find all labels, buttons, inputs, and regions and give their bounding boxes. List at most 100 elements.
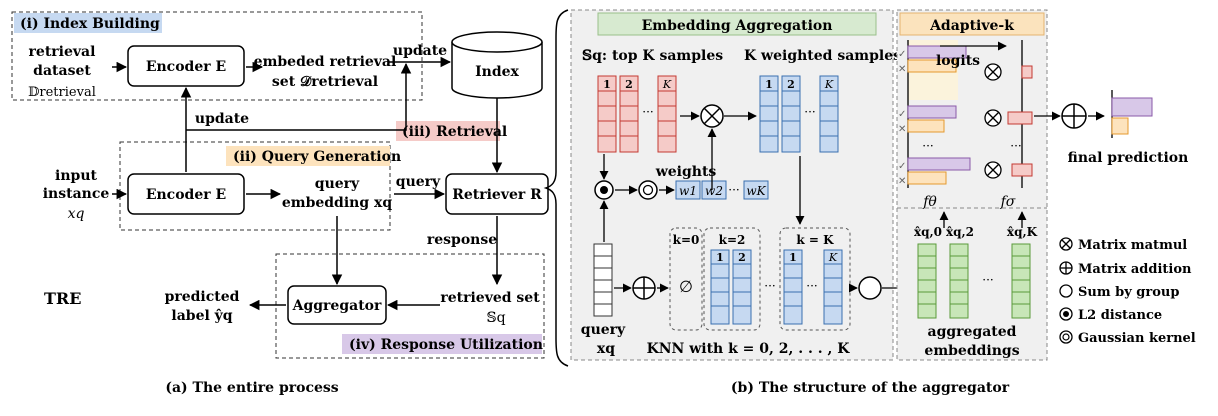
blue-col-dots: ···: [804, 105, 815, 119]
kK-label: k = K: [796, 233, 834, 247]
weight-w2: w2: [705, 184, 723, 198]
query-embedding-line2: embedding 𝐱q: [282, 195, 393, 211]
knn-label: KNN with k = 0, 2, . . . , K: [647, 341, 851, 357]
red-col-2-label: 2: [625, 78, 633, 91]
final-prediction-bars: [1111, 90, 1153, 138]
red-col-2: 2: [619, 75, 639, 153]
f-theta-label: fθ: [922, 194, 937, 210]
k0-group: [669, 227, 703, 331]
embedding-aggregation-header: [597, 12, 877, 36]
query-embedding-line1: query: [315, 176, 360, 192]
blue-col-2: 2: [781, 75, 801, 153]
query-vec-line1: query: [581, 322, 626, 338]
weighted-samples-label: K weighted samples: [744, 48, 901, 64]
kK-dots: ···: [806, 279, 817, 293]
index-building-tag-bg: [14, 13, 162, 33]
aggregated-line1: aggregated: [928, 324, 1017, 340]
predicted-label-line2: label ŷq: [171, 307, 232, 324]
query-arrow-label: query: [396, 174, 441, 190]
f-theta-bars: ✓ ✕ ✓ ✕ ✓ ✕ ···: [898, 40, 971, 188]
logits-label: logits: [936, 53, 980, 69]
retrieved-set-line1: retrieved set: [440, 290, 540, 306]
agg-col-0-label: x̂q,0: [914, 225, 942, 239]
response-utilization-box: [275, 253, 545, 359]
encoder-top-box: [127, 45, 245, 87]
legend-addition-label: Matrix addition: [1078, 262, 1192, 277]
aggregated-columns: x̂q,0 x̂q,2 x̂q,K ···: [914, 225, 1038, 319]
final-prediction-label: final prediction: [1068, 150, 1189, 166]
red-col-1-label: 1: [603, 78, 611, 91]
retrieval-tag-bg: [396, 121, 500, 141]
agg-col-dots: ···: [982, 273, 993, 287]
legend-l2: L2 distance: [1059, 307, 1162, 323]
cross-mark-3: ✕: [898, 176, 906, 187]
blue-col-2-label: 2: [787, 78, 795, 91]
k2-group: [703, 227, 761, 331]
legend-matmul-label: Matrix matmul: [1078, 238, 1187, 253]
retrieved-set-line2: 𝕊q: [486, 310, 505, 326]
legend-sum-label: Sum by group: [1078, 285, 1179, 300]
update-top-label: update: [393, 43, 447, 59]
k0-label: k=0: [673, 233, 700, 247]
update-mid-label: update: [195, 111, 249, 127]
input-instance-line2: instance: [43, 186, 110, 202]
retriever-box: [445, 173, 549, 215]
check-mark-3: ✓: [898, 161, 906, 172]
legend-addition: Matrix addition: [1059, 261, 1192, 277]
agg-col-k-label: x̂q,K: [1007, 225, 1038, 239]
weight-wk: wK: [746, 184, 766, 198]
process-panel: (i) Index Building (ii) Query Generation…: [11, 11, 549, 396]
topk-red-columns: 1 2 ··· K: [597, 75, 677, 153]
adaptive-arrows: [939, 111, 1105, 228]
bar-dots: ···: [922, 139, 933, 153]
embedded-set-line1: embeded retrieval: [254, 54, 397, 70]
predicted-label-line1: predicted: [165, 289, 240, 305]
k-groups-dots: ···: [764, 279, 775, 293]
weight-w1: w1: [679, 184, 697, 198]
kK-group: [779, 227, 851, 331]
index-building-tag: (i) Index Building: [20, 16, 160, 32]
weights-label: weights: [655, 164, 717, 180]
agg-col-0: [917, 243, 937, 319]
process-arrows: [112, 56, 503, 311]
matmul-dots: ···: [1010, 139, 1021, 153]
embedding-aggregation-title: Embedding Aggregation: [642, 18, 833, 34]
response-label: response: [427, 232, 497, 248]
k2-col-2-label: 2: [738, 251, 746, 264]
legend-l2-label: L2 distance: [1078, 308, 1162, 323]
legend-gaussian-label: Gaussian kernel: [1078, 331, 1196, 346]
check-mark-2: ✓: [898, 109, 906, 120]
adaptive-matmul-icons: [984, 63, 1002, 179]
query-vec-line2: 𝐱q: [597, 341, 615, 357]
check-mark-1: ✓: [898, 49, 906, 60]
k2-col-1-label: 1: [716, 251, 724, 264]
encoder-bottom-box: [127, 173, 245, 215]
aggregator-box: [287, 285, 387, 325]
query-generation-tag: (ii) Query Generation: [233, 149, 401, 165]
legend-sum: Sum by group: [1059, 284, 1179, 300]
weight-boxes: w1 w2 ··· wK: [675, 180, 769, 200]
right-caption: (b) The structure of the aggregator: [731, 380, 1010, 396]
blue-col-1-label: 1: [765, 78, 773, 91]
addition-icon: [632, 276, 656, 300]
weight-dots: ···: [728, 183, 739, 197]
retrieval-dataset-line1: retrieval: [29, 44, 96, 60]
top-k-label: 𝕊q: top K samples: [582, 48, 723, 64]
blue-col-1: 1: [759, 75, 779, 153]
adaptive-k-title: Adaptive-k: [929, 18, 1014, 34]
legend-gaussian: Gaussian kernel: [1059, 330, 1196, 346]
retrieval-tag: (iii) Retrieval: [402, 124, 507, 140]
query-generation-tag-bg: [226, 146, 390, 166]
aggregator-structure: Embedding Aggregation 𝕊q: top K samples …: [570, 9, 1189, 396]
red-col-k: K: [657, 75, 677, 153]
k2-label: k=2: [719, 233, 746, 247]
l2-distance-icon: [594, 180, 614, 200]
empty-set: ∅: [679, 277, 693, 296]
red-col-1: 1: [597, 75, 617, 153]
cross-mark-1: ✕: [898, 64, 906, 75]
kK-col-k-label: K: [828, 251, 838, 264]
kK-col-1-label: 1: [789, 251, 797, 264]
matmul-icon: [700, 104, 724, 128]
blue-col-k: K: [819, 75, 839, 153]
